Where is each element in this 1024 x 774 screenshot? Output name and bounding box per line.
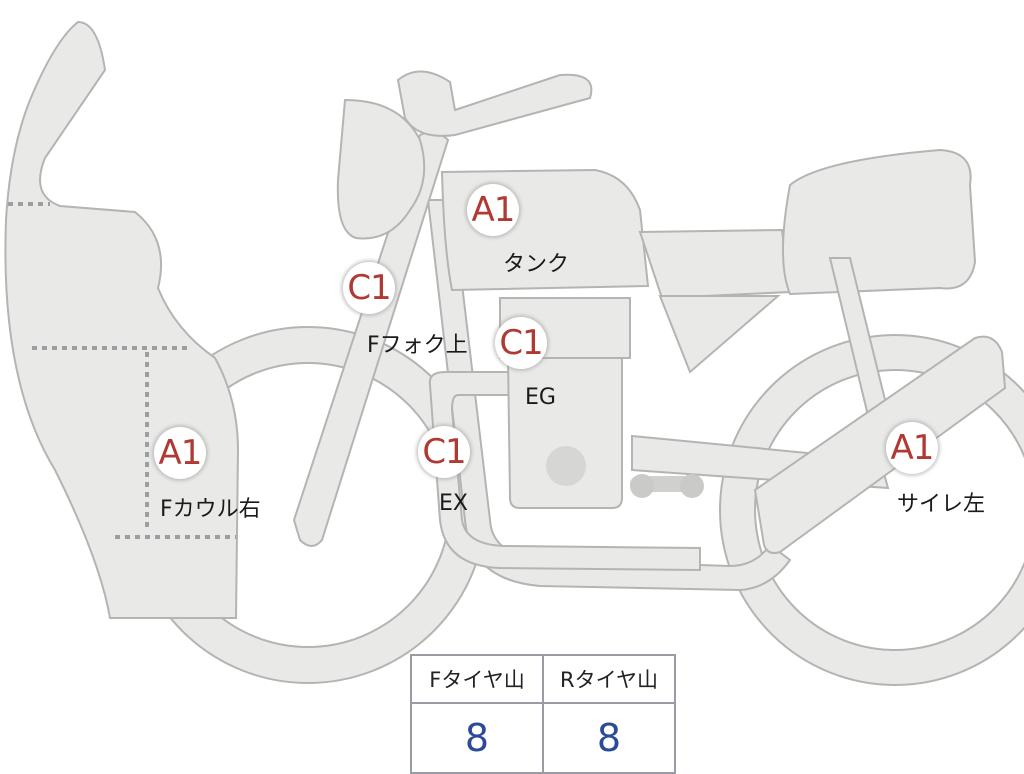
headlight (336, 98, 426, 240)
engine-block (499, 297, 704, 509)
rear-tire-header: Rタイヤ山 (542, 654, 676, 704)
front-cowl (4, 20, 240, 619)
silencer (753, 335, 1007, 555)
damage-badge-fork: C1 (343, 262, 395, 314)
label-silencer: サイレ左 (897, 492, 986, 517)
damage-badge-exhaust: C1 (418, 426, 470, 478)
damage-badge-silencer: A1 (886, 422, 938, 474)
tire-tread-table: Fタイヤ山 Rタイヤ山 8 8 (410, 654, 676, 774)
label-exhaust: EX (439, 491, 468, 516)
label-cowl: Fカウル右 (160, 497, 261, 522)
seat (782, 148, 977, 296)
label-fork: Fフォク上 (367, 333, 468, 358)
side-panel (658, 295, 781, 374)
front-tire-header: Fタイヤ山 (410, 654, 544, 704)
label-tank: タンク (503, 252, 570, 277)
handlebar (396, 70, 593, 137)
label-engine: EG (525, 385, 556, 410)
rear-tire-value: 8 (542, 702, 676, 774)
tire-table-value-row: 8 8 (410, 702, 676, 774)
damage-badge-tank: A1 (467, 184, 519, 236)
tire-table-header-row: Fタイヤ山 Rタイヤ山 (410, 654, 676, 704)
front-tire-value: 8 (410, 702, 544, 774)
exhaust-pipe (428, 371, 701, 572)
damage-badge-cowl: A1 (154, 427, 206, 479)
side-cover (638, 228, 792, 300)
damage-badge-engine: C1 (495, 317, 547, 369)
